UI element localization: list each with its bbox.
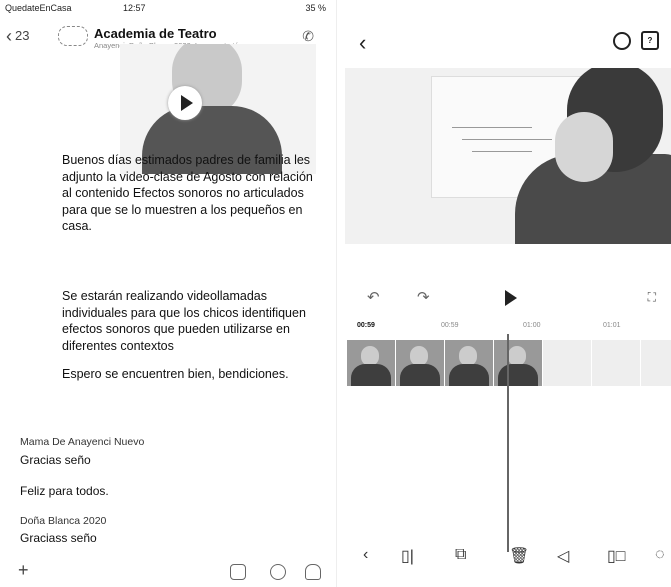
camera-icon[interactable] (270, 564, 286, 580)
copy-icon[interactable]: ⧉ (455, 546, 467, 563)
crop-icon[interactable]: ▯□ (607, 548, 626, 565)
chevron-left-icon[interactable]: ‹ (359, 30, 367, 55)
video-thumbnail[interactable] (120, 44, 316, 174)
teacher-face (555, 112, 613, 182)
timeline-frame (396, 340, 445, 386)
reply-sender: Mama De Anayenci Nuevo (20, 436, 145, 448)
video-person-torso (142, 106, 282, 174)
settings-icon[interactable] (613, 32, 631, 50)
undo-icon[interactable]: ↶ (367, 289, 380, 306)
back-button[interactable]: ‹ 23 (6, 25, 30, 46)
reply-sender: Doña Blanca 2020 (20, 515, 107, 527)
playhead[interactable] (507, 334, 509, 552)
composer-bar: + (0, 560, 336, 584)
reply-text: Gracias seño (20, 453, 91, 467)
chevron-left-icon[interactable]: ‹ (363, 546, 369, 563)
timeline-frame (592, 340, 641, 386)
timecode-tick: 00:59 (441, 322, 459, 329)
chat-pane: QuedateEnCasa 12:57 35 % ‹ 23 Academia d… (0, 0, 336, 584)
video-editor-pane: ‹ ? ↶ ↷ ⛶ 00:59 00:59 01:00 01:01 ‹ ▯| ⧉… (336, 0, 671, 587)
chevron-left-icon: ‹ (6, 25, 12, 46)
plus-icon[interactable]: + (18, 560, 29, 580)
message-body: Espero se encuentren bien, bendiciones. (62, 367, 289, 381)
timecode-tick: 01:01 (603, 322, 621, 329)
timeline-strip[interactable] (347, 340, 671, 386)
message-body: Se estarán realizando videollamadas indi… (62, 289, 306, 353)
current-time: 00:59 (357, 322, 375, 329)
editor-toolbar: ‹ ▯| ⧉ 🗑 ◁ ▯□ ◌ (337, 546, 671, 576)
help-icon[interactable]: ? (641, 31, 659, 50)
group-title[interactable]: Academia de Teatro (94, 26, 217, 41)
clock: 12:57 (123, 3, 146, 13)
timeline-frame (494, 340, 543, 386)
status-bar: QuedateEnCasa 12:57 35 % (0, 0, 336, 16)
sticker-icon[interactable] (230, 564, 246, 580)
battery-indicator: 35 % (305, 3, 326, 13)
timeline-frame (543, 340, 592, 386)
redo-icon[interactable]: ↷ (417, 289, 430, 306)
timeline-frame (641, 340, 671, 386)
timeline-frame (347, 340, 396, 386)
video-preview[interactable] (345, 68, 671, 244)
play-icon[interactable] (505, 290, 517, 306)
expand-icon[interactable]: ⛶ (647, 290, 656, 304)
split-icon[interactable]: ▯| (401, 548, 414, 565)
unread-count: 23 (15, 28, 30, 43)
message-body: Buenos días estimados padres de familia … (62, 153, 313, 234)
trash-icon[interactable]: 🗑 (509, 548, 530, 565)
reply-text: Feliz para todos. (20, 484, 109, 498)
microphone-icon[interactable] (305, 564, 321, 580)
volume-icon[interactable]: ◁ (557, 548, 570, 565)
timeline-frame (445, 340, 494, 386)
filter-icon[interactable]: ◌ (655, 546, 665, 563)
call-icon[interactable]: ✆ (302, 28, 314, 44)
timecode-tick: 01:00 (523, 322, 541, 329)
play-icon[interactable] (168, 86, 202, 120)
carrier-label: QuedateEnCasa (5, 3, 72, 13)
reply-text: Graciass seño (20, 531, 97, 545)
group-avatar[interactable] (58, 26, 88, 46)
